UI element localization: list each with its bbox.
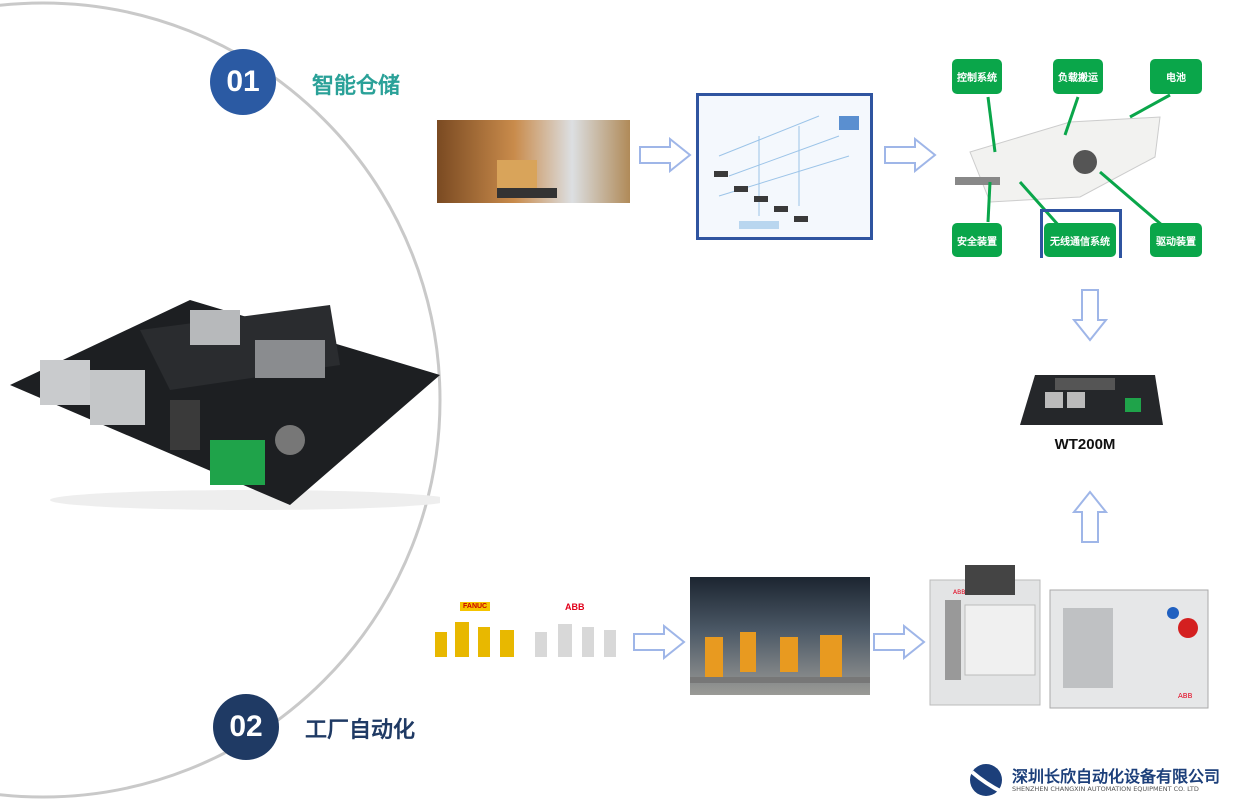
agv-label-battery: 电池 (1150, 59, 1202, 94)
product-name: WT200M (1054, 436, 1116, 453)
right-arrow-icon (884, 137, 937, 173)
agv-label-control: 控制系统 (952, 59, 1002, 94)
company-name-cn: 深圳长欣自动化设备有限公司 (1012, 767, 1221, 786)
fanuc-logo: FANUC (460, 602, 491, 611)
wt200m-small-image (1015, 370, 1165, 430)
svg-text:ABB: ABB (1178, 692, 1193, 700)
network-diagram-image (696, 93, 873, 240)
robot-controller-cabinet-image: ABB (925, 560, 1045, 715)
robot-controller-compact-image: ABB (1048, 588, 1210, 712)
section-number-badge: 01 (210, 49, 276, 115)
factory-photo (690, 577, 870, 695)
fanuc-robots-image: FANUC (430, 600, 525, 665)
company-name-en: SHENZHEN CHANGXIN AUTOMATION EQUIPMENT C… (1012, 785, 1199, 793)
company-logo: 深圳长欣自动化设备有限公司 SHENZHEN CHANGXIN AUTOMATI… (968, 760, 1238, 800)
right-arrow-icon (873, 624, 926, 660)
section-number-badge: 02 (213, 694, 279, 760)
company-logo-icon (970, 764, 1003, 796)
right-arrow-icon (639, 137, 692, 173)
up-arrow-icon (1072, 490, 1108, 543)
agv-label-load: 负载搬运 (1053, 59, 1103, 94)
agv-label-safety: 安全装置 (952, 223, 1002, 257)
section-title-factory: 工厂自动化 (305, 718, 416, 743)
section-title-warehouse: 智能仓储 (312, 74, 401, 99)
svg-text:ABB: ABB (953, 589, 965, 596)
agv-label-wireless: 无线通信系统 (1044, 223, 1116, 257)
abb-logo: ABB (565, 602, 585, 612)
down-arrow-icon (1072, 289, 1108, 342)
agv-diagram: 控制系统 负载搬运 电池 安全装置 无线通信系统 驱动装置 (950, 57, 1205, 258)
right-arrow-icon (633, 624, 686, 660)
agv-label-drive: 驱动装置 (1150, 223, 1202, 257)
wireless-highlight-box (1040, 209, 1122, 258)
wt200m-board-image (10, 300, 450, 510)
warehouse-photo (437, 120, 630, 203)
abb-robots-image: ABB (530, 600, 625, 665)
